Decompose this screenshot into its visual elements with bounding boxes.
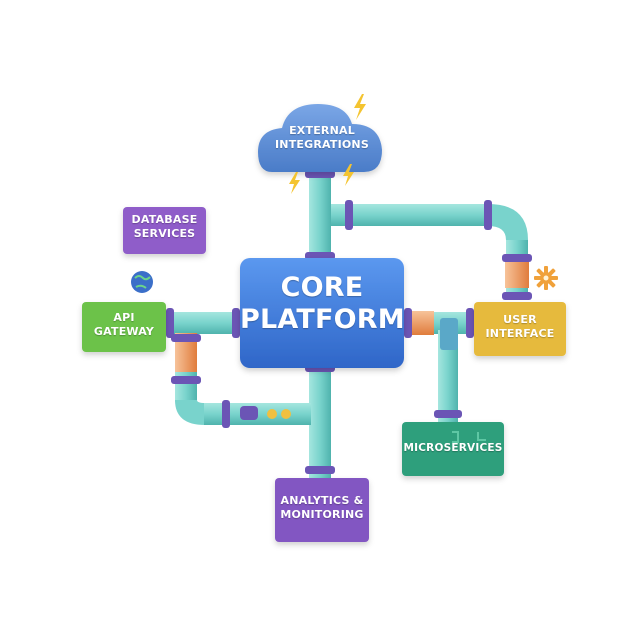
- coupling: [222, 400, 230, 428]
- pipe-elbow-ui: [488, 204, 528, 240]
- gear-icon: [534, 266, 558, 290]
- lightning-icon: [289, 94, 366, 194]
- coupling: [171, 334, 201, 342]
- globe-land: [134, 275, 151, 289]
- indicator-light: [267, 409, 277, 419]
- analytics-monitoring-box: [275, 478, 369, 542]
- coupling: [502, 292, 532, 300]
- gear-hole: [543, 275, 549, 281]
- lightning-icon: [343, 164, 354, 186]
- coupling: [305, 466, 335, 474]
- pipe-top-horizontal: [331, 204, 491, 226]
- indicator-light: [281, 409, 291, 419]
- coupling: [466, 308, 474, 338]
- cloud-node: [258, 104, 382, 172]
- coupling: [166, 308, 174, 338]
- database-services-box: [123, 207, 206, 254]
- circuit-icon: [477, 432, 486, 441]
- globe-body: [131, 271, 153, 293]
- pipe-loop-elbow: [175, 400, 205, 425]
- coupling: [345, 200, 353, 230]
- core-platform-box: [240, 258, 404, 368]
- pipe-api-joint: [175, 333, 197, 373]
- pipe-microservices: [438, 330, 458, 430]
- coupling: [404, 308, 412, 338]
- valve: [440, 318, 458, 350]
- coupling: [232, 308, 240, 338]
- coupling: [502, 254, 532, 262]
- cloud-shape: [258, 104, 382, 172]
- circuit-icon: [452, 431, 459, 443]
- user-interface-box: [474, 302, 566, 356]
- microservices-box: [402, 422, 504, 476]
- lightning-icon: [354, 94, 366, 120]
- coupling: [484, 200, 492, 230]
- coupling: [434, 410, 462, 418]
- globe-icon: [131, 271, 153, 293]
- coupling: [171, 376, 201, 384]
- pipe-indicator: [240, 406, 291, 420]
- indicator-block: [240, 406, 258, 420]
- lightning-icon: [289, 172, 300, 194]
- pipe-core-ui-joint: [412, 311, 434, 335]
- pipe-api-core: [166, 312, 244, 334]
- pipe-cloud-core: [309, 172, 331, 260]
- api-gateway-box: [82, 302, 166, 352]
- pipe-ui-joint: [505, 262, 529, 288]
- pipe-core-analytics: [309, 368, 331, 480]
